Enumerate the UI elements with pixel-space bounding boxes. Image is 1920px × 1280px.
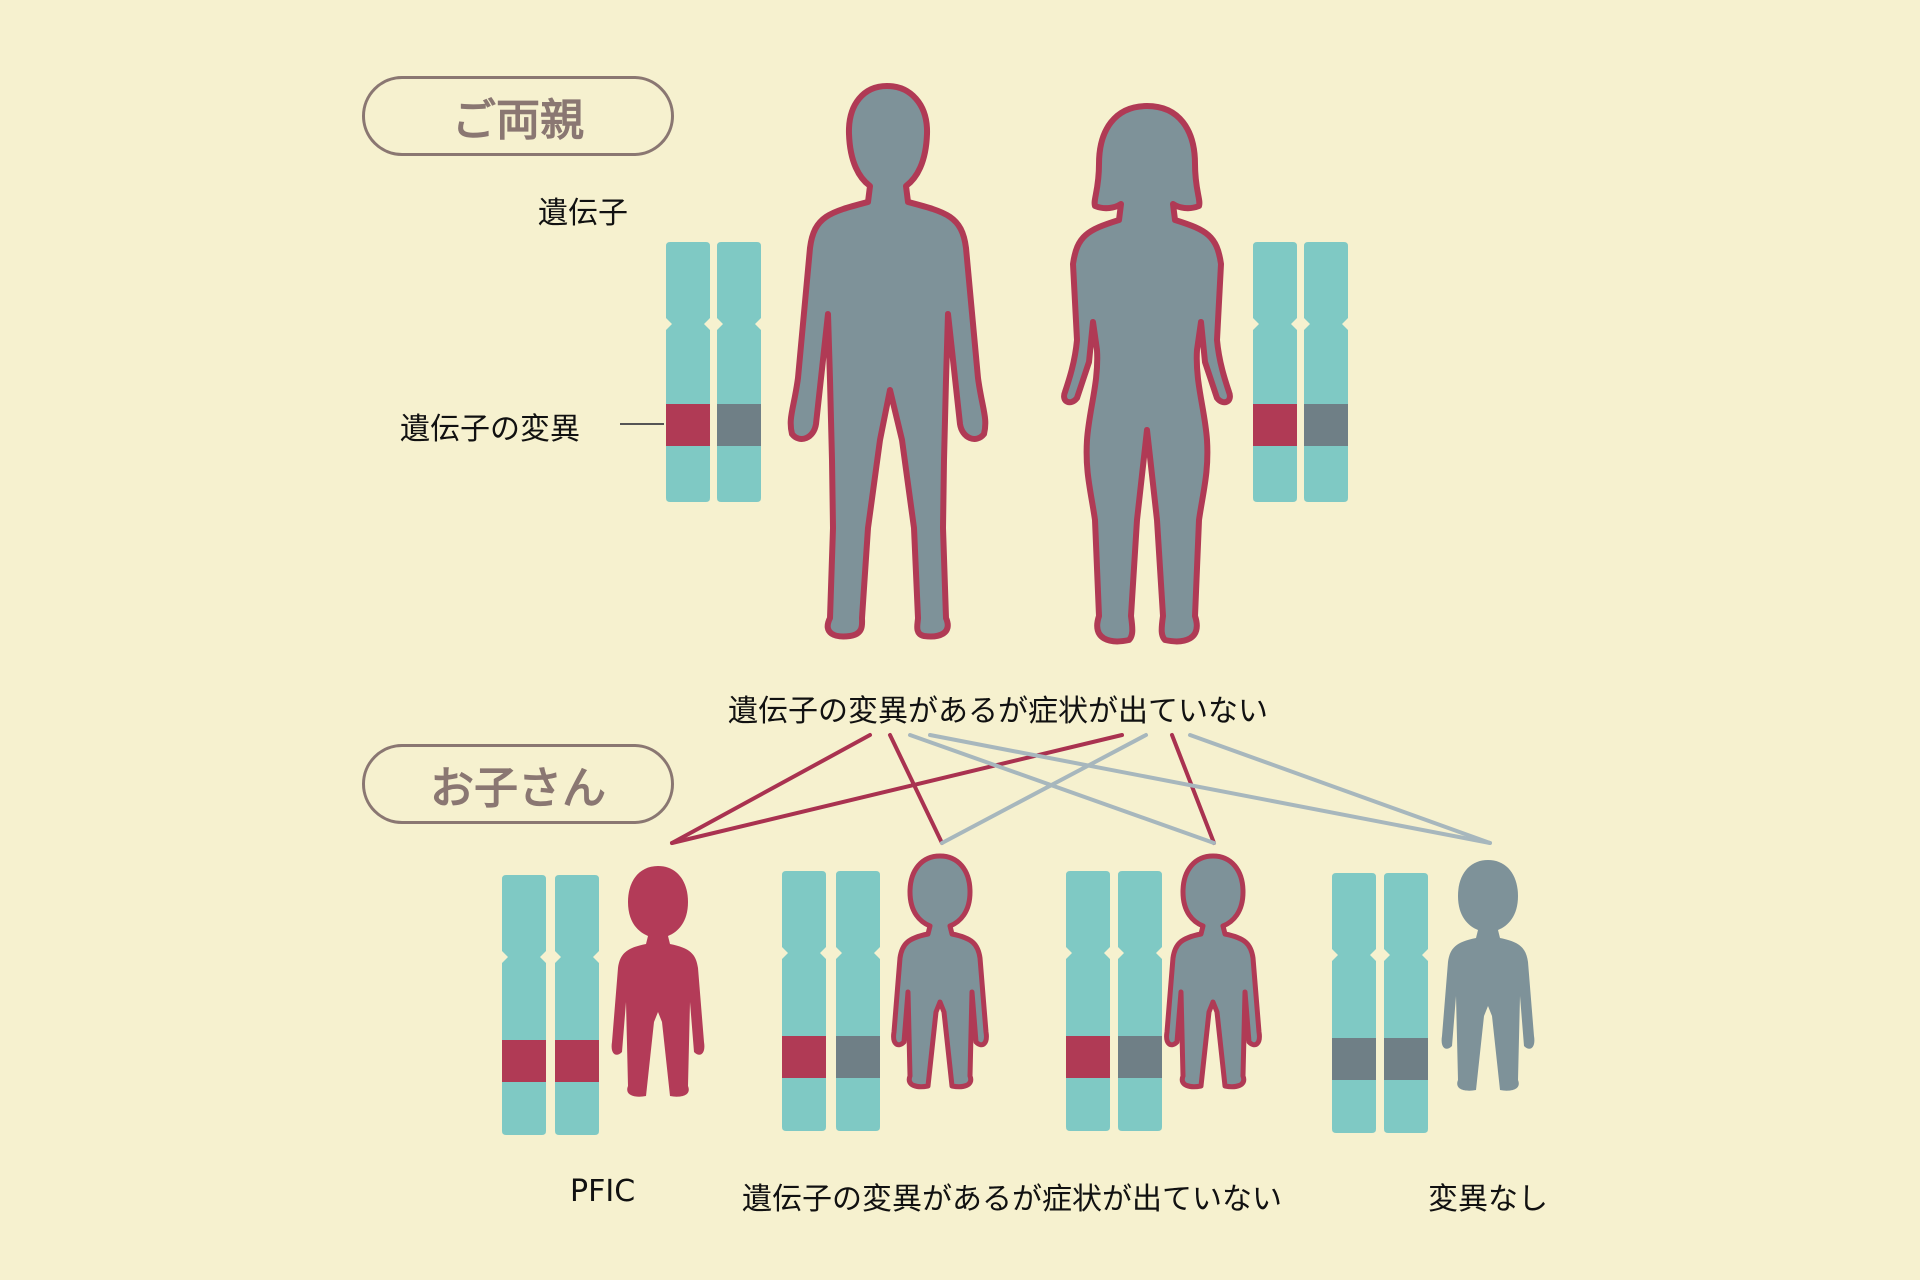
child1-silhouette <box>611 866 705 1097</box>
mother-silhouette <box>1064 106 1230 641</box>
line-mother-to-child1 <box>670 733 1124 845</box>
mother-chromosome-1 <box>1253 242 1297 502</box>
child2-normal-band <box>836 1036 880 1078</box>
father-silhouette <box>791 86 986 636</box>
parents-status-label: 遺伝子の変異があるが症状が出ていない <box>728 694 1268 729</box>
mother-chromosome-pair <box>1253 242 1348 502</box>
line-mother-to-child4 <box>1188 733 1492 845</box>
parents-section-pill: ご両親 <box>362 76 674 156</box>
child4-silhouette <box>1441 860 1535 1091</box>
child3-normal-band <box>1118 1036 1162 1078</box>
children-section-pill: お子さん <box>362 744 674 824</box>
child-carrier-group-2 <box>1066 856 1259 1131</box>
child1-chromosome-2 <box>555 875 599 1135</box>
father-variant-band <box>666 404 710 446</box>
children-section-title: お子さん <box>430 763 606 814</box>
child3-variant-band <box>1066 1036 1110 1078</box>
child3-chromosome-2 <box>1118 871 1162 1131</box>
line-father-to-child1 <box>670 733 872 845</box>
child4-chromosome-1 <box>1332 873 1376 1133</box>
child-carrier-group-1 <box>782 856 986 1131</box>
mother-chromosome-2 <box>1304 242 1348 502</box>
line-mother-to-child2 <box>940 733 1148 845</box>
father-chromosome-pair <box>666 242 761 502</box>
child3-silhouette <box>1167 856 1260 1087</box>
child-none-group <box>1332 860 1535 1133</box>
child-pfic-label: PFIC <box>570 1174 636 1209</box>
child3-chromosome-1 <box>1066 871 1110 1131</box>
child2-chromosome-2 <box>836 871 880 1131</box>
father-chromosome-2 <box>717 242 761 502</box>
child4-normal-band-2 <box>1384 1038 1428 1080</box>
parents-section-title: ご両親 <box>452 95 584 146</box>
line-father-to-child3 <box>908 733 1216 845</box>
line-father-to-child4 <box>928 733 1492 845</box>
child4-chromosome-2 <box>1384 873 1428 1133</box>
father-chromosome-1 <box>666 242 710 502</box>
child2-chromosome-1 <box>782 871 826 1131</box>
child1-chromosome-1 <box>502 875 546 1135</box>
gene-variant-label: 遺伝子の変異 <box>400 412 580 447</box>
child2-variant-band <box>782 1036 826 1078</box>
child1-variant-band-1 <box>502 1040 546 1082</box>
child-carrier-label: 遺伝子の変異があるが症状が出ていない <box>742 1182 1282 1217</box>
child4-normal-band-1 <box>1332 1038 1376 1080</box>
child1-variant-band-2 <box>555 1040 599 1082</box>
line-mother-to-child3 <box>1170 733 1216 845</box>
mother-normal-band <box>1304 404 1348 446</box>
father-normal-band <box>717 404 761 446</box>
inheritance-lines <box>670 733 1492 845</box>
child-none-label: 変異なし <box>1428 1182 1548 1217</box>
mother-variant-band <box>1253 404 1297 446</box>
child2-silhouette <box>894 856 987 1087</box>
child-pfic-group <box>502 866 705 1135</box>
gene-label: 遺伝子 <box>538 196 628 231</box>
line-father-to-child2 <box>888 733 944 845</box>
